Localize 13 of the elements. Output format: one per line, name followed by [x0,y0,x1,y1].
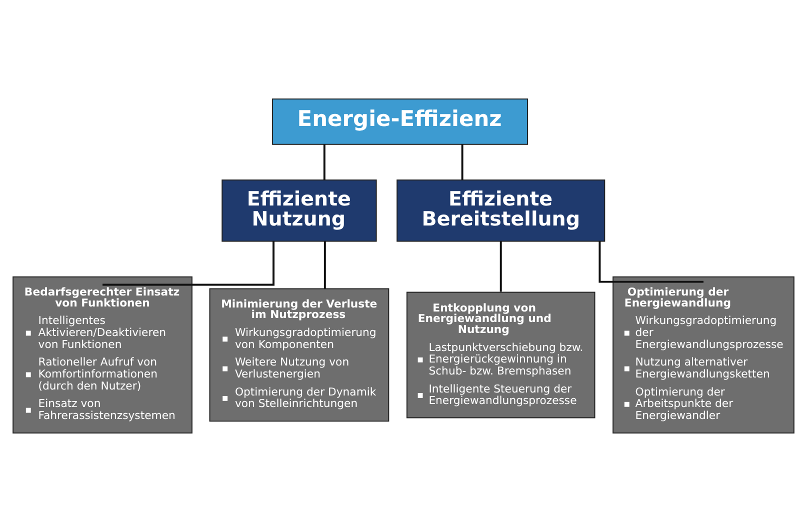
node-box: Minimierung der Verluste im Nutzprozess Wirkungsgradoptimierung von Komponenten Weitere Nutzung von Verlustenergien Optimierung der Dynamik von Stelleinrichtungen [209,288,390,422]
connector [102,240,274,286]
node-box: Effiziente Nutzung [222,179,377,242]
node-box: Entkopplung von Energiewandlung und Nutzung Lastpunktverschiebung bzw. Energierückgewinnung in Schub- bzw. Bremsphasen Intelligente Steuerung der Energiewandlungsprozesse [406,291,596,418]
node-box: Bedarfsgerechter Einsatz von Funktionen Intelligentes Aktivieren/Deaktivieren von Funktionen Rationeller Aufruf von Komfortinformationen (durch den Nutzer) Einsatz von Fahrerassistenzsystemen [12,276,192,434]
connector [500,240,502,292]
node-box: Energie-Effizienz [272,98,528,144]
connector [324,240,326,288]
connector [323,144,326,180]
connector [598,240,704,282]
node-box: Optimierung der Energiewandlung Wirkungsgradoptimierung der Energiewandlungsprozesse Nutzung alternativer Energiewandlungsketten Optimierung der Arbeitspunkte der Energiewandler [612,276,794,434]
node-box: Effiziente Bereitstellung [396,179,606,242]
connector [461,144,464,180]
